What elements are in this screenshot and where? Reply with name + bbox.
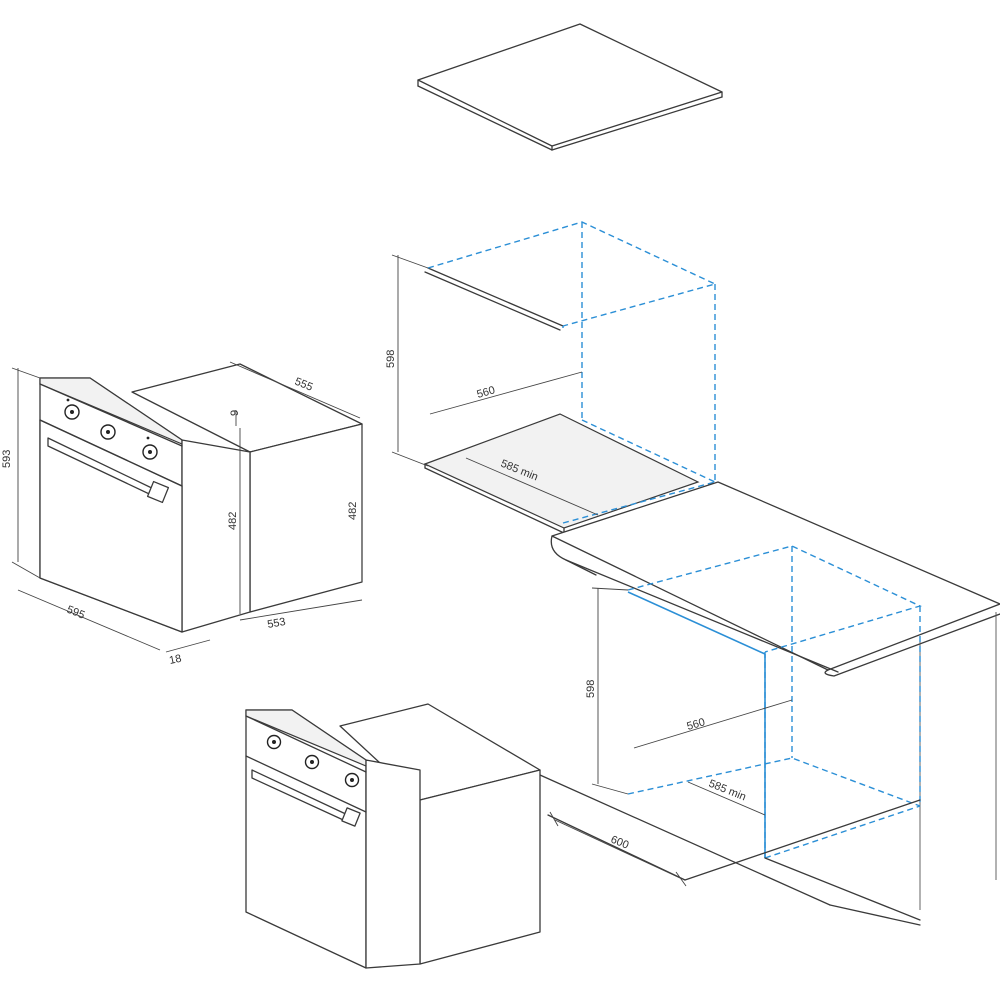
oven-preview (245, 703, 541, 969)
dim-body-depth: 553 (266, 616, 286, 631)
under-counter-niche (539, 545, 997, 926)
dim-column-niche-height: 598 (385, 350, 397, 368)
dim-panel-thickness: 9 (229, 410, 241, 416)
dim-oven-height: 593 (1, 450, 13, 468)
oven-dimensioned (11, 361, 363, 653)
dim-column-niche-width: 560 (476, 384, 497, 401)
dim-cabinet-width: 600 (609, 834, 631, 852)
shelf-panel (417, 23, 723, 151)
dim-front-thickness: 18 (168, 653, 182, 667)
dim-under-counter-niche-width: 560 (686, 716, 707, 733)
column-niche (391, 221, 718, 534)
dim-body-height-front: 482 (227, 512, 239, 530)
worktop (550, 481, 1000, 677)
dim-under-counter-niche-depth: 585 min (707, 778, 748, 804)
dim-oven-width: 595 (65, 604, 87, 622)
dim-body-height-back: 482 (347, 502, 359, 520)
dim-under-counter-niche-height: 598 (585, 680, 597, 698)
